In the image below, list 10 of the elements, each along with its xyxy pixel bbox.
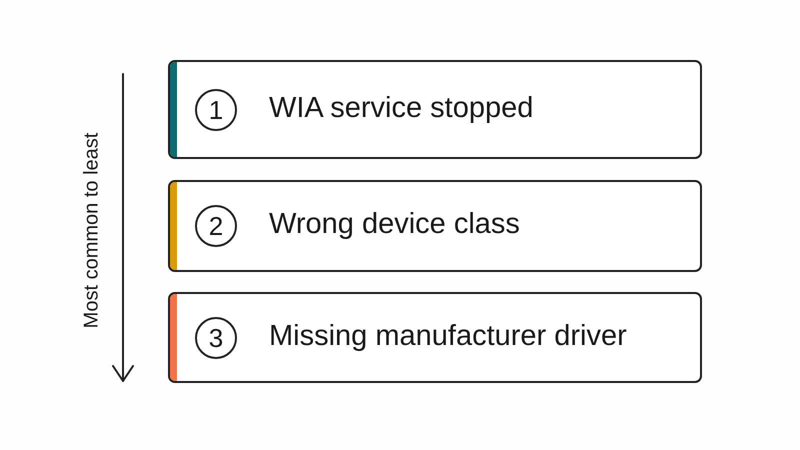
item-text: Wrong device class [269,209,520,241]
numbered-circle: 1 [195,88,237,130]
axis-label: Most common to least [80,132,104,328]
numbered-circle: 2 [195,205,237,247]
numbered-circle: 3 [195,316,237,358]
list-card [168,180,702,272]
item-text: WIA service stopped [269,92,534,124]
list-card [168,292,702,383]
item-text: Missing manufacturer driver [269,320,627,352]
list-card [168,60,702,159]
